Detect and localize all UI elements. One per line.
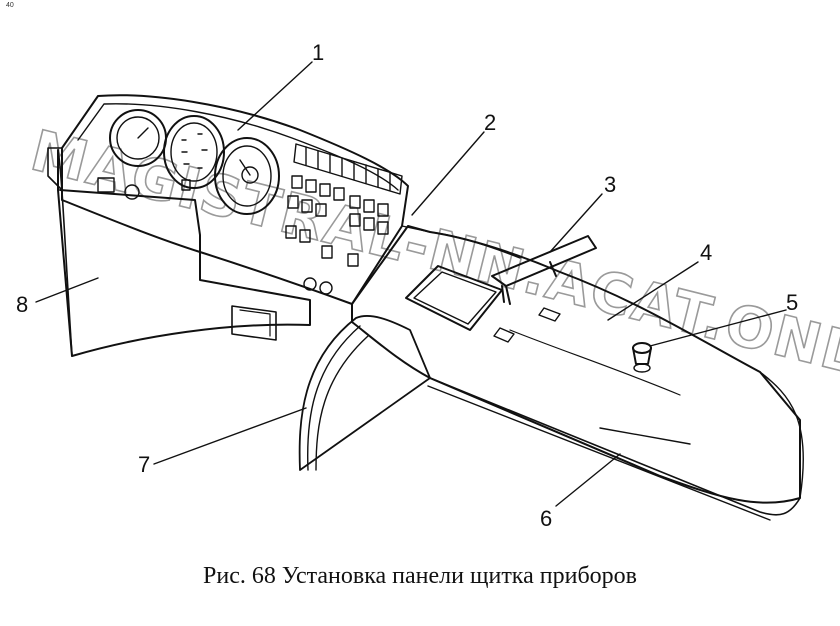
gauge-tachometer [163,115,225,189]
bracket [491,235,597,305]
console-clips [493,307,561,343]
switch-block-left [285,175,345,243]
callout-7: 7 [138,452,150,477]
leader-lines [35,61,787,507]
callout-5: 5 [786,290,798,315]
warning-lamp-strip [293,143,403,195]
instrument-panel-face [61,94,409,305]
corner-mark: 40 [6,2,14,9]
callout-6: 6 [540,506,552,531]
panel-knobs [97,177,359,295]
callout-2: 2 [484,110,496,135]
watermark: MAGISTRAL-NN.ACAT.ONLINE [24,118,840,416]
callout-3: 3 [604,172,616,197]
side-trim [298,315,431,471]
housing-slot [231,305,277,341]
figure-caption: Рис. 68 Установка панели щитка приборов [203,563,637,589]
switch-block-right [349,195,389,235]
lower-housing [57,149,311,357]
callout-8: 8 [16,292,28,317]
watermark-text: MAGISTRAL-NN.ACAT.ONLINE [25,119,840,415]
callout-1: 1 [312,40,324,65]
bolt [632,342,652,373]
housing-left-curve [57,149,73,357]
gauge-speedometer [214,137,280,215]
callout-4: 4 [700,240,712,265]
